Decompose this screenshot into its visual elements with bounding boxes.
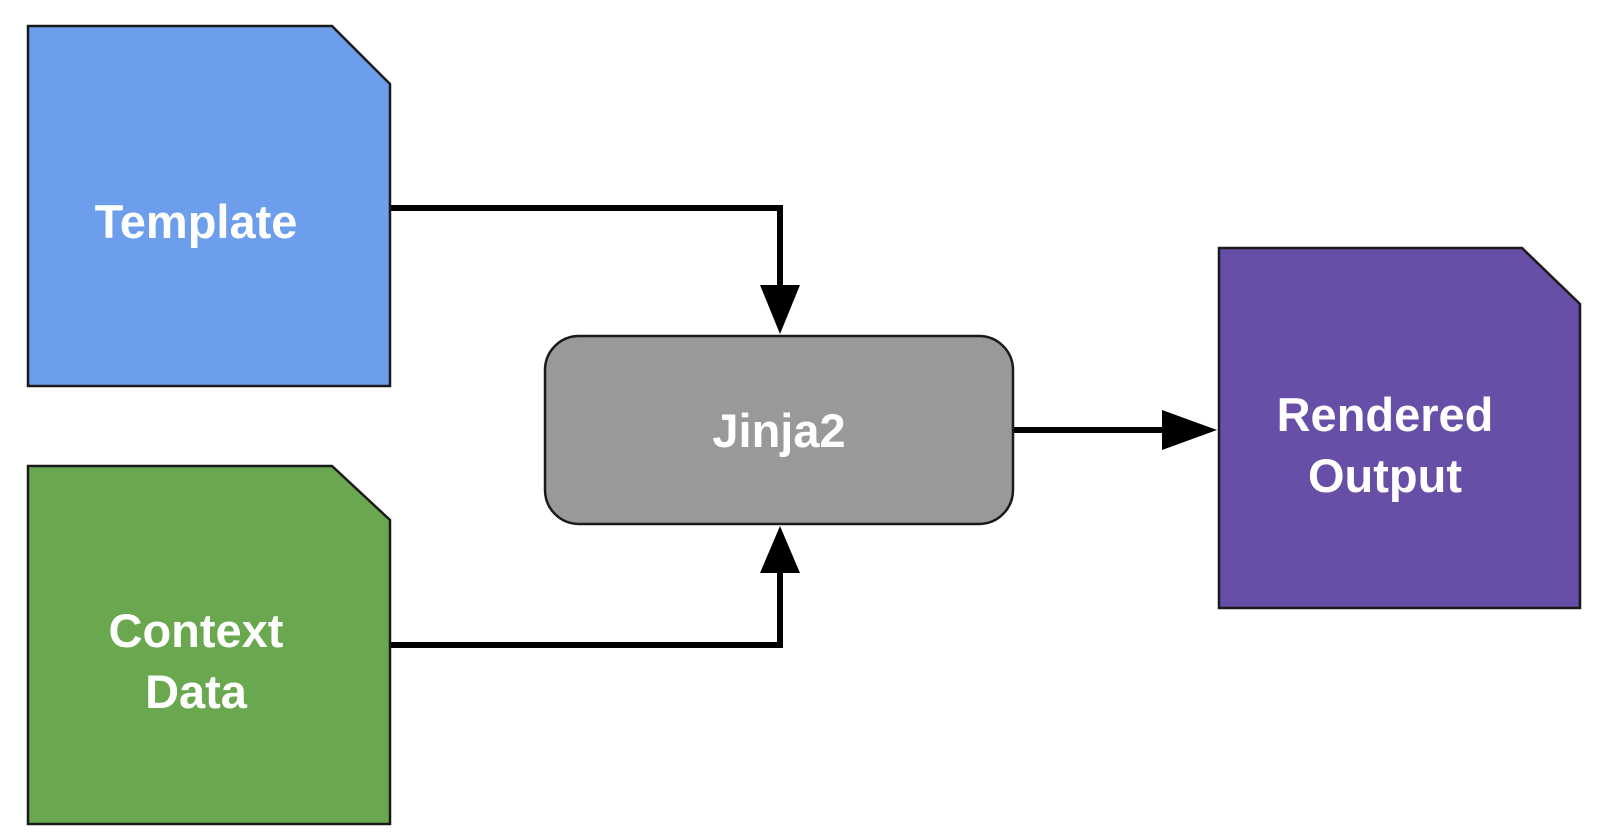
rendered-output-node: Rendered Output xyxy=(1217,246,1582,610)
connector-template-to-jinja2 xyxy=(390,205,783,290)
jinja2-label: Jinja2 xyxy=(712,404,845,457)
arrowhead-template-to-jinja2 xyxy=(760,285,800,334)
arrowhead-context-to-jinja2 xyxy=(760,526,800,573)
rendered-output-document-shape xyxy=(1217,246,1582,610)
connector-context-to-jinja2 xyxy=(390,568,783,648)
context-data-label-line-1: Context xyxy=(109,604,284,657)
template-node: Template xyxy=(26,24,392,388)
template-label: Template xyxy=(95,195,298,248)
rendered-output-label-line-1: Rendered xyxy=(1277,388,1494,441)
template-document-shape xyxy=(26,24,392,388)
jinja2-process-shape xyxy=(543,334,1015,526)
context-data-node: Context Data xyxy=(26,464,392,826)
jinja2-node: Jinja2 xyxy=(543,334,1015,526)
context-data-label-line-2: Data xyxy=(145,665,248,718)
context-data-document-shape xyxy=(26,464,392,826)
arrowhead-jinja2-to-output xyxy=(1162,410,1217,450)
rendered-output-label-line-2: Output xyxy=(1308,449,1462,502)
connectors xyxy=(390,205,1217,648)
